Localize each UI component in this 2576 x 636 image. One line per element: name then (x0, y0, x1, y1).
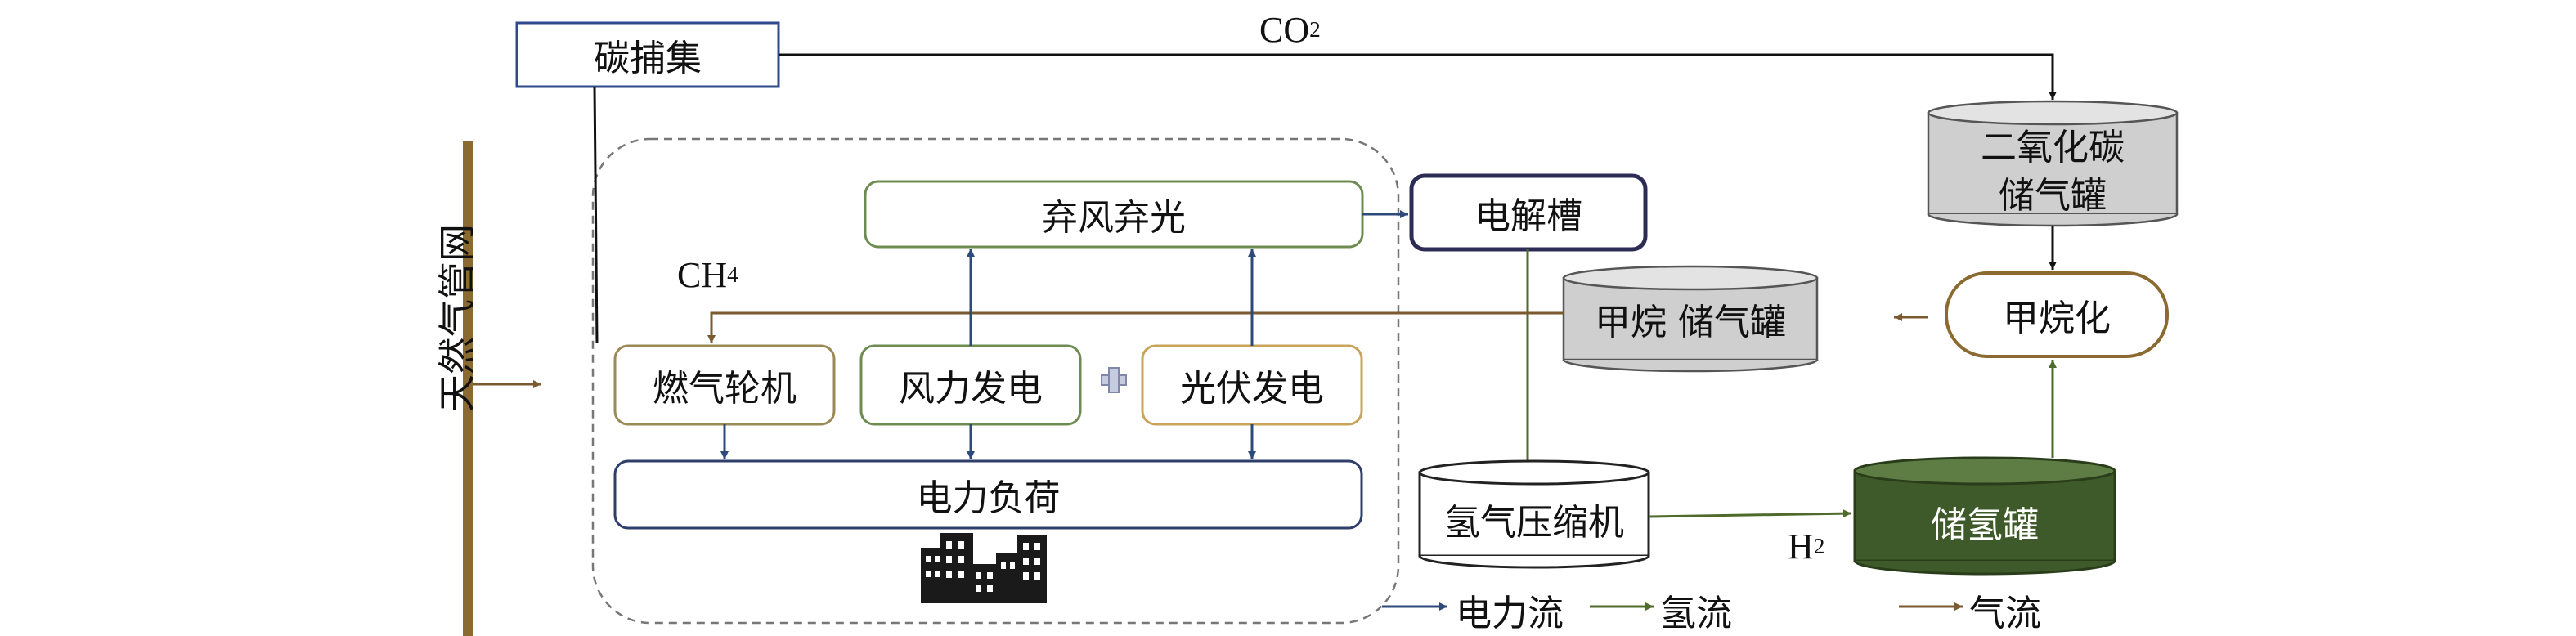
plus-icon (1101, 367, 1127, 393)
h2-compressor-label: 氢气压缩机 (1444, 502, 1624, 544)
legend-gas-label: 气流 (1969, 593, 2041, 634)
carbon-capture-label: 碳捕集 (594, 38, 702, 79)
power-load-label: 电力负荷 (916, 477, 1061, 519)
electrolyzer-label: 电解槽 (1474, 195, 1582, 237)
methane-tank-label: 甲烷 储气罐 (1595, 302, 1786, 343)
h2-tank (1853, 456, 2116, 576)
pv-power-label: 光伏发电 (1180, 368, 1324, 410)
compressor-to-h2tank-arrow (1648, 509, 1852, 518)
methanation-box (1945, 271, 2169, 358)
city-buildings-icon (921, 533, 1047, 603)
campus-boundary (591, 137, 1400, 625)
h2-compressor (1418, 459, 1650, 569)
legend-electric-label: 电力流 (1456, 593, 1564, 634)
h2-tank-label: 储氢罐 (1931, 504, 2039, 546)
gas-network-label: 天然气管网 (435, 224, 479, 412)
wind-power-label: 风力发电 (899, 368, 1043, 410)
carbon-capture-box (515, 21, 780, 88)
methane-tank (1562, 265, 1819, 373)
co2-tank-label-line2: 储气罐 (1999, 175, 2107, 217)
legend-hydrogen-label: 氢流 (1660, 593, 1732, 634)
power-load-box (613, 459, 1363, 530)
gas-network-bar (463, 141, 473, 636)
capture-intake-line (593, 86, 599, 344)
co2-flow-line (779, 53, 2057, 100)
methanation-label: 甲烷化 (2003, 298, 2111, 339)
ch4-flow-line (707, 311, 1564, 343)
co2-tank-label-line1: 二氧化碳 (1981, 127, 2125, 168)
gas-turbine-label: 燃气轮机 (653, 368, 797, 410)
curtailment-label: 弃风弃光 (1042, 197, 1186, 239)
co2-tank (1927, 100, 2179, 227)
